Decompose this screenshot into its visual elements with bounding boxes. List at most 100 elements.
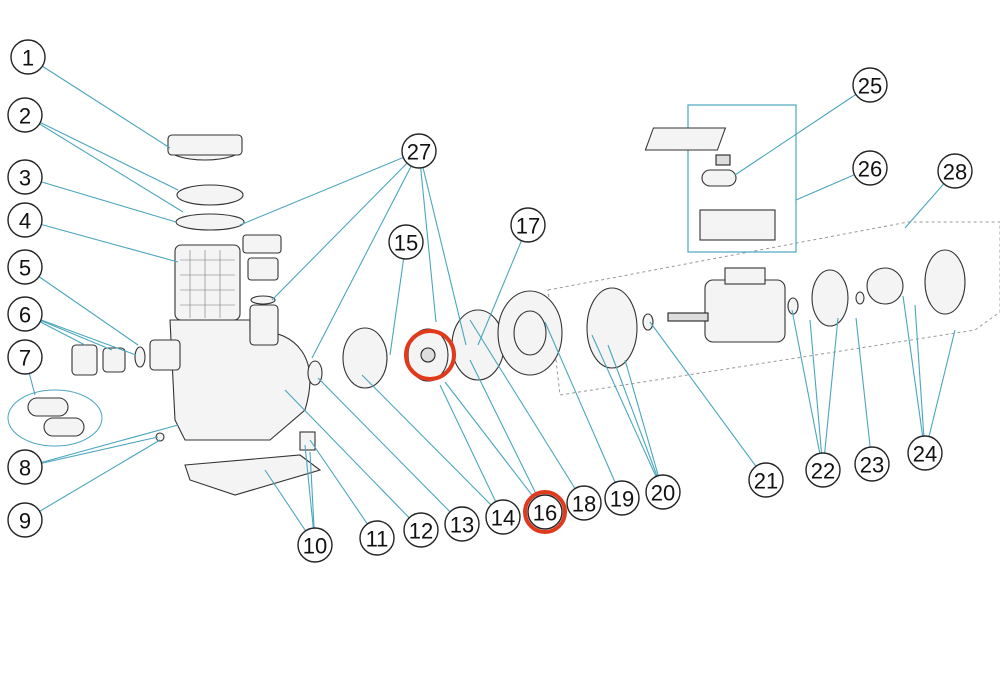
callout-circle: [403, 512, 439, 548]
callout-number: 24: [913, 442, 937, 467]
callout-11: 11: [359, 520, 395, 556]
terminal-base: [699, 209, 776, 241]
callout-19: 19: [604, 480, 640, 516]
callout-number: 5: [19, 256, 31, 281]
callout-number: 8: [19, 456, 31, 481]
leader-line-22: [809, 319, 824, 471]
leader-line-21: [649, 321, 767, 481]
leader-line-8: [24, 424, 179, 468]
callout-circle: [527, 494, 563, 530]
callout-number: 19: [610, 487, 634, 512]
leader-line-24: [924, 329, 956, 454]
callout-28: 28: [937, 153, 973, 189]
base-foot: [299, 431, 316, 451]
callout-17: 17: [510, 207, 546, 243]
leader-line-25: [734, 84, 871, 176]
leader-line-27: [311, 150, 420, 359]
pipe-fitting-2: [43, 417, 85, 437]
leader-line-19: [544, 321, 623, 499]
callout-circle: [297, 527, 333, 563]
callout-number: 10: [303, 534, 327, 559]
callout-18: 18: [566, 485, 602, 521]
union-nut-side: [71, 344, 98, 376]
leader-line-2: [24, 114, 184, 213]
callout-number: 15: [394, 231, 418, 256]
rear-endshield: [811, 269, 849, 327]
leader-line-22: [822, 317, 839, 471]
leader-line-14: [361, 374, 504, 518]
callout-circle: [401, 133, 437, 169]
union-tail-top: [247, 257, 279, 281]
callout-25: 25: [852, 67, 888, 103]
housing-oring: [307, 360, 323, 386]
leader-line-1: [27, 56, 171, 149]
callout-circle: [937, 153, 973, 189]
leader-line-11: [309, 439, 378, 539]
terminal-cover: [644, 127, 727, 151]
callout-number: 1: [22, 46, 34, 71]
callout-number: 17: [516, 214, 540, 239]
callout-number: 22: [811, 459, 835, 484]
callout-number: 2: [19, 104, 31, 129]
seal-plate-inner: [513, 310, 547, 356]
highlight-markers: [404, 329, 456, 381]
highlight-ring-callout-16: [523, 490, 567, 534]
leader-line-24: [902, 295, 926, 454]
callout-circle: [510, 207, 546, 243]
callout-number: 3: [19, 166, 31, 191]
callout-4: 4: [7, 202, 43, 238]
callout-number: 28: [943, 160, 967, 185]
callout-circle: [852, 67, 888, 103]
leader-line-3: [24, 176, 177, 223]
leader-line-27: [271, 150, 420, 301]
leader-line-20: [607, 344, 664, 493]
pipe-fitting-1: [27, 397, 69, 417]
leader-line-13: [317, 377, 463, 525]
callout-21: 21: [748, 462, 784, 498]
motor-terminal-housing: [724, 267, 766, 285]
union-oring-top: [250, 295, 276, 305]
callout-circle: [359, 520, 395, 556]
callout-1: 1: [10, 39, 46, 75]
pump-housing: [169, 319, 311, 441]
callout-number: 25: [858, 74, 882, 99]
callout-number: 26: [858, 157, 882, 182]
callout-circle: [7, 97, 43, 133]
callout-9: 9: [7, 502, 43, 538]
callout-number: 16: [533, 501, 557, 526]
callout-circle: [7, 449, 43, 485]
fittings-group-ellipse: [7, 389, 103, 447]
callout-23: 23: [854, 446, 890, 482]
callout-circle: [388, 224, 424, 260]
pump-base: [184, 454, 322, 496]
leader-line-8: [24, 436, 159, 468]
callout-circle: [7, 296, 43, 332]
callout-number: 20: [651, 481, 675, 506]
callout-number: 11: [366, 527, 389, 552]
callout-circle: [7, 502, 43, 538]
callout-number: 6: [19, 303, 31, 328]
terminal-block: [715, 154, 731, 166]
callout-13: 13: [444, 506, 480, 542]
fan-cover: [924, 249, 966, 315]
callout-number: 23: [860, 453, 884, 478]
callout-number: 4: [19, 209, 31, 234]
callout-circle: [7, 202, 43, 238]
leader-line-27: [239, 150, 420, 226]
capacitor: [701, 169, 737, 187]
callout-number: 14: [491, 506, 515, 531]
callout-6: 6: [7, 296, 43, 332]
callout-circle: [7, 339, 43, 375]
callout-circle: [604, 480, 640, 516]
leader-line-16: [444, 381, 546, 513]
motor-flange: [586, 287, 638, 369]
leader-line-4: [24, 219, 179, 263]
callout-22: 22: [805, 452, 841, 488]
leader-line-27: [418, 150, 467, 346]
union-nut-top: [242, 234, 282, 254]
pump-parts: [7, 104, 1000, 496]
callout-10: 10: [297, 527, 333, 563]
leader-line-24: [914, 304, 926, 454]
leader-line-2: [24, 114, 179, 191]
